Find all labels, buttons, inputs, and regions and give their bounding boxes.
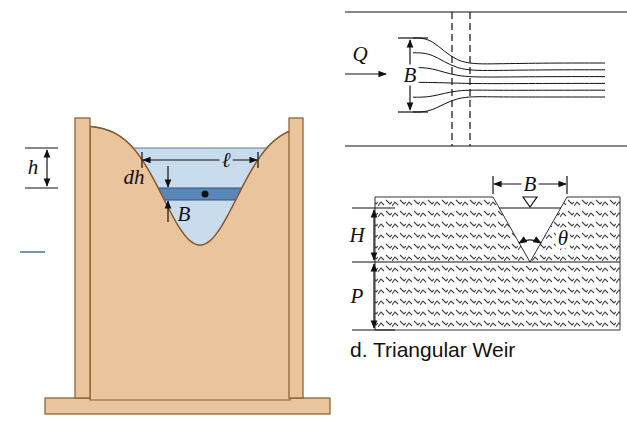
- water-surface: [120, 147, 280, 148]
- streamline: [413, 53, 605, 71]
- width-label: B: [522, 174, 539, 195]
- strip-label: dh: [122, 167, 147, 188]
- streamline: [413, 97, 605, 112]
- water-surface-symbol: [523, 197, 537, 207]
- width-label: B: [402, 65, 419, 86]
- streamline: [413, 90, 605, 97]
- centroid-dot: [202, 191, 209, 198]
- flow-label: Q: [350, 44, 369, 65]
- post: [289, 118, 303, 398]
- section-dimensions: [352, 176, 620, 330]
- angle-label: θ: [556, 228, 570, 249]
- strip-label: B: [176, 204, 193, 225]
- post: [75, 118, 90, 398]
- height-label: h: [26, 157, 41, 178]
- head-label: H: [347, 225, 366, 246]
- dimension-lines: [20, 148, 258, 252]
- figure-caption: d. Triangular Weir: [350, 338, 515, 361]
- weir-section: [375, 197, 620, 330]
- weir-height-label: P: [349, 286, 366, 307]
- weir-plate: [90, 126, 290, 400]
- notch-edge: [90, 126, 290, 245]
- streamline: [413, 82, 605, 83]
- water: [90, 148, 290, 268]
- width-label: ℓ: [220, 150, 233, 171]
- streamline: [413, 68, 605, 77]
- strip-dh: [90, 188, 290, 200]
- plan-view: [345, 12, 627, 146]
